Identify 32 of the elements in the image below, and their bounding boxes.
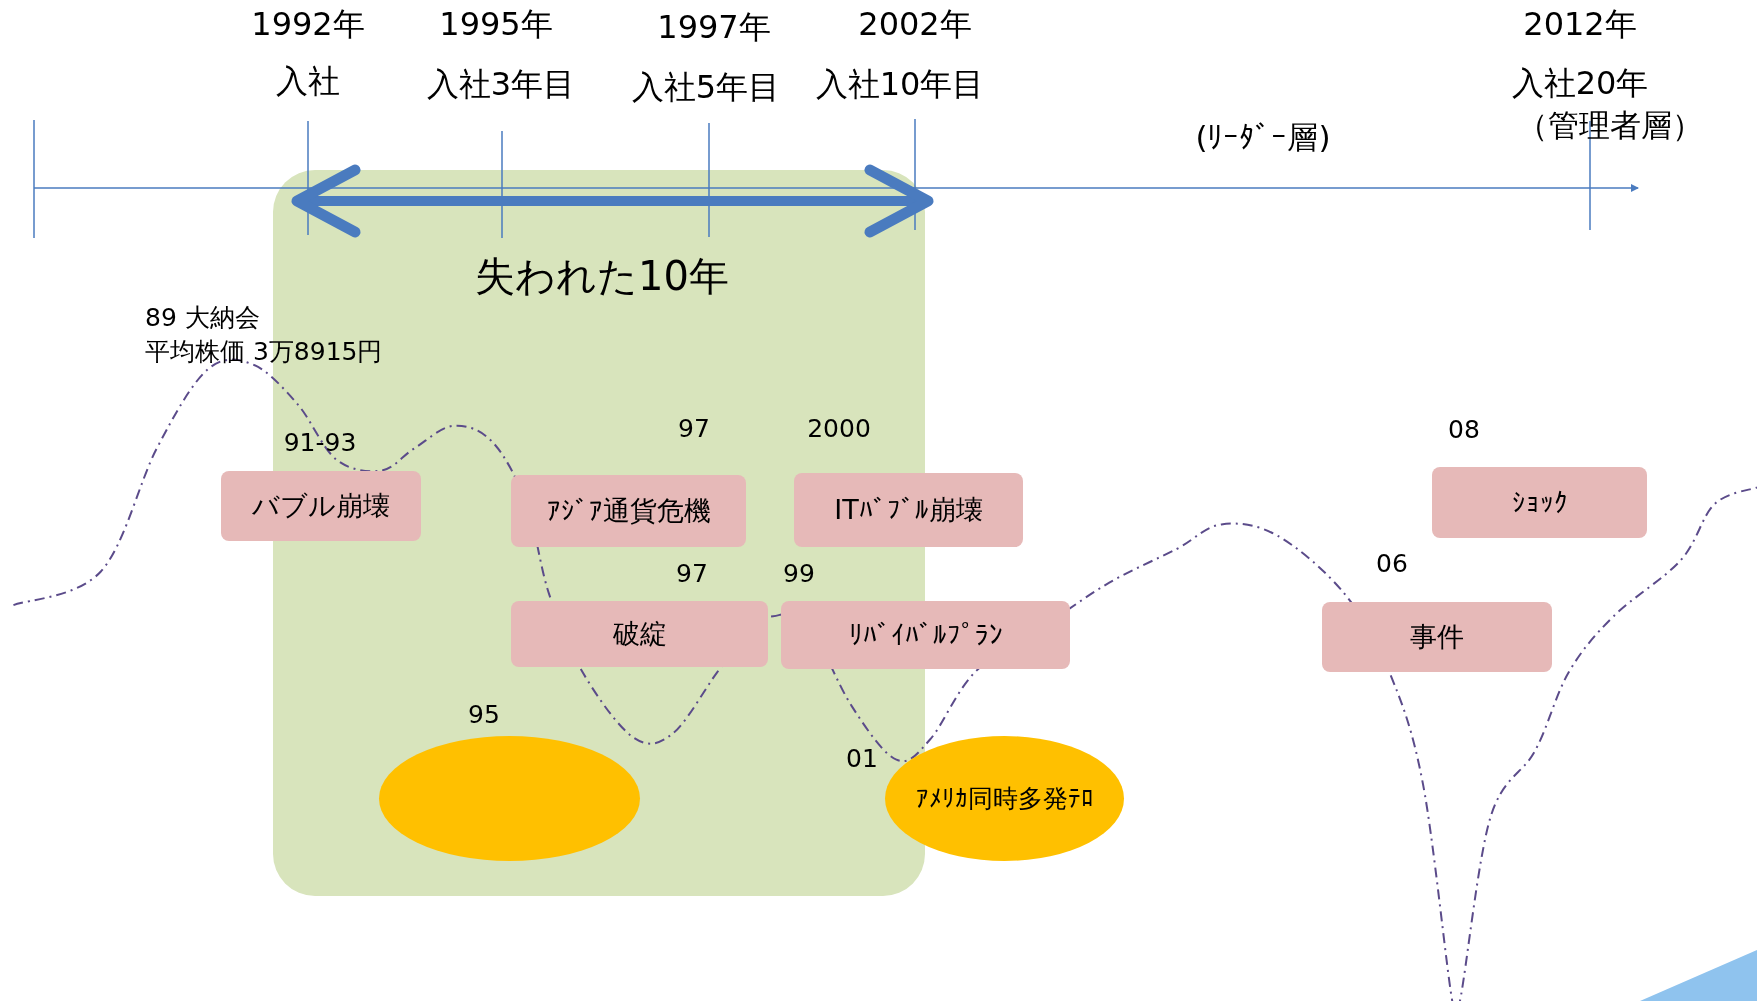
year-label: 91-93 bbox=[283, 429, 357, 457]
year-label: 95 bbox=[468, 701, 500, 729]
year-heading: 2012年 bbox=[1523, 7, 1637, 43]
event-box: 事件 bbox=[1322, 602, 1552, 672]
year-heading: 2002年 bbox=[858, 7, 972, 43]
year-label: 97 bbox=[678, 415, 710, 443]
year-heading: 1995年 bbox=[439, 7, 553, 43]
career-label: 入社10年目 bbox=[815, 67, 985, 103]
year-heading: 1997年 bbox=[657, 10, 771, 46]
year-label: 06 bbox=[1376, 550, 1408, 578]
year-label: 08 bbox=[1448, 416, 1480, 444]
note-text: 89 大納会 bbox=[145, 304, 260, 332]
career-label: （管理者層） bbox=[1517, 107, 1703, 143]
career-label: 入社20年 bbox=[1511, 66, 1649, 102]
year-label: 97 bbox=[676, 560, 708, 588]
event-box: ITﾊﾞﾌﾞﾙ崩壊 bbox=[794, 473, 1023, 547]
event-ellipse: ｱﾒﾘｶ同時多発ﾃﾛ bbox=[885, 736, 1124, 861]
event-box: 破綻 bbox=[511, 601, 768, 667]
year-heading: 1992年 bbox=[251, 7, 365, 43]
note-text: 平均株価 3万8915円 bbox=[145, 338, 383, 366]
band-title: 失われた10年 bbox=[475, 254, 729, 298]
event-box: ﾘﾊﾞｲﾊﾞﾙﾌﾟﾗﾝ bbox=[781, 601, 1070, 669]
event-box: バブル崩壊 bbox=[221, 471, 421, 541]
career-label: 入社 bbox=[276, 64, 340, 100]
career-label: 入社3年目 bbox=[426, 67, 576, 103]
year-label: 99 bbox=[783, 560, 815, 588]
event-box: ｼｮｯｸ bbox=[1432, 467, 1647, 538]
year-label: 2000 bbox=[807, 415, 871, 443]
event-box: ｱｼﾞｱ通貨危機 bbox=[511, 475, 746, 547]
career-label: (ﾘｰﾀﾞｰ層) bbox=[1195, 119, 1331, 155]
year-label: 01 bbox=[846, 745, 878, 773]
career-label: 入社5年目 bbox=[631, 70, 781, 106]
